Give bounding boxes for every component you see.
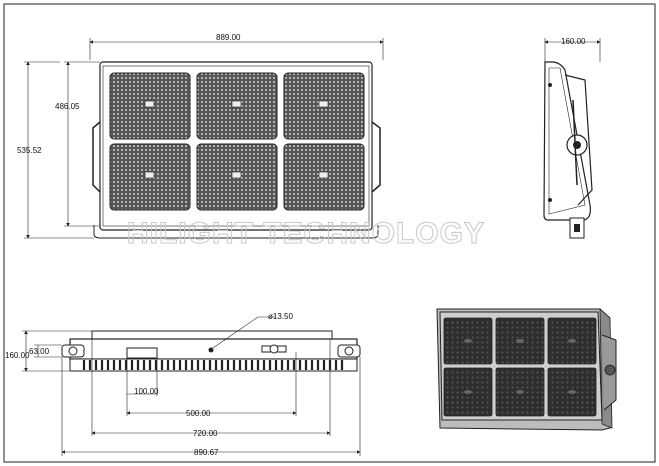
- dim-500-label: 500.00: [186, 409, 211, 418]
- bottom-fin-strip: [69, 358, 358, 372]
- dim-bottom-height-label: 160.00: [5, 351, 30, 360]
- side-bracket: [564, 74, 593, 206]
- front-foot: [93, 225, 379, 239]
- dim-bracket-label: 63.00: [29, 347, 50, 356]
- bottom-top-plate: [91, 330, 333, 340]
- bottom-body: [69, 338, 358, 360]
- front-led-modules: [109, 72, 365, 211]
- dim-720-label: 720.00: [193, 429, 218, 438]
- page-border: [3, 3, 656, 463]
- dim-slot-label: 100.00: [134, 387, 159, 396]
- bottom-slot: [126, 347, 158, 359]
- dim-outer-height-label: 535.52: [17, 146, 42, 155]
- watermark-text: HILIGHT TECHNOLOGY: [127, 217, 485, 250]
- cooling-fins: [82, 360, 344, 370]
- dim-width-label: 889.00: [216, 33, 241, 42]
- dim-overall-label: 890.67: [194, 448, 219, 457]
- front-view: 889.00 486.05 535.52: [17, 33, 384, 239]
- dim-inner-height-label: 486.05: [55, 102, 80, 111]
- iso-led-modules: [443, 317, 597, 417]
- dim-depth-label: 160.00: [561, 37, 586, 46]
- side-view: 160.00: [543, 37, 601, 239]
- front-left-bracket: [92, 121, 101, 193]
- bottom-view: ø13.50 160.00 63.00 100.00 500.00 7: [5, 312, 361, 457]
- dim-hole-label: ø13.50: [268, 312, 293, 321]
- isometric-view: [436, 308, 617, 431]
- front-right-bracket: [371, 121, 381, 193]
- mount-hole: [208, 347, 214, 353]
